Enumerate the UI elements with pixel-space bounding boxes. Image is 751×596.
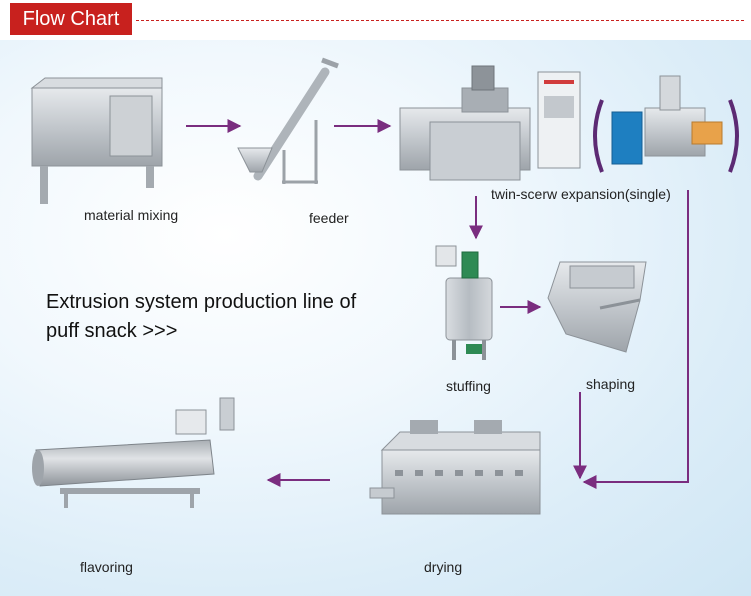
single-screw-extruder-icon: [593, 75, 739, 173]
arrow-expansion-to-drying: [582, 190, 689, 489]
step-label-flavoring: flavoring: [80, 559, 133, 575]
step-label-extruder: twin-scerw expansion(single): [491, 186, 671, 202]
step-label-drying: drying: [424, 559, 463, 575]
stuffing-tank-icon: [435, 245, 493, 360]
shaping-machine-icon: [547, 261, 647, 353]
flow-arrows: [186, 119, 689, 489]
screw-feeder-icon: [237, 57, 339, 184]
flavoring-drum-icon: [32, 397, 235, 508]
step-label-stuffing: stuffing: [446, 378, 491, 394]
title-divider: [136, 20, 744, 21]
headline-line-1: Extrusion system production line of: [46, 291, 357, 313]
step-label-mixing: material mixing: [84, 207, 179, 223]
mixer-machine-icon: [30, 77, 163, 204]
step-label-feeder: feeder: [309, 210, 349, 226]
drying-oven-icon: [369, 420, 541, 515]
step-label-shaping: shaping: [586, 376, 636, 392]
section-title: Flow Chart: [10, 3, 132, 35]
headline-line-2: puff snack >>>: [46, 320, 178, 342]
twin-screw-extruder-icon: [399, 65, 581, 181]
production-line-title: Extrusion system production line of puff…: [46, 288, 356, 346]
